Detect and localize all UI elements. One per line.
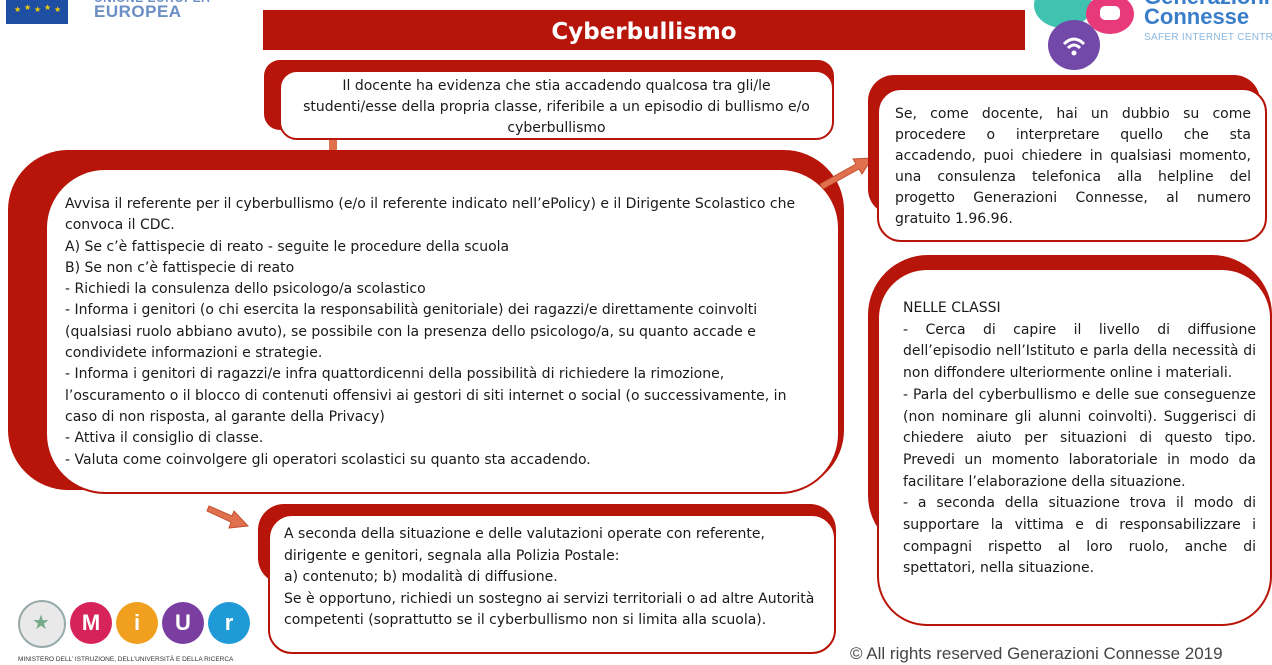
classes-title: NELLE CLASSI bbox=[903, 300, 1001, 316]
miur-letter-i: i bbox=[116, 602, 158, 644]
eu-flag-logo: ★★★★★ bbox=[6, 0, 68, 24]
title-bar: Cyberbullismo bbox=[263, 10, 1025, 50]
gc-logo-subtitle: SAFER INTERNET CENTRE bbox=[1144, 32, 1272, 43]
report-line: A seconda della situazione e delle valut… bbox=[284, 526, 765, 564]
action-line: Avvisa il referente per il cyberbullismo… bbox=[65, 196, 796, 234]
miur-letter-u: U bbox=[162, 602, 204, 644]
helpline-text: Se, come docente, hai un dubbio su come … bbox=[895, 106, 1251, 227]
evidence-text: Il docente ha evidenza che stia accadend… bbox=[303, 78, 810, 136]
classes-box: NELLE CLASSI - Cerca di capire il livell… bbox=[877, 268, 1272, 626]
action-line: - Informa i genitori di ragazzi/e infra … bbox=[65, 366, 787, 425]
page-title: Cyberbullismo bbox=[551, 19, 737, 45]
generazioni-connesse-logo: Generazioni Connesse SAFER INTERNET CENT… bbox=[1030, 0, 1272, 72]
copyright-text: © All rights reserved Generazioni Connes… bbox=[850, 644, 1223, 663]
miur-letter-m: M bbox=[70, 602, 112, 644]
action-line: - Informa i genitori (o chi esercita la … bbox=[65, 302, 758, 362]
eu-logo-text: UNIONE EUROPEA EUROPEA bbox=[94, 0, 210, 21]
action-line: A) Se c’è fattispecie di reato - seguite… bbox=[65, 238, 510, 255]
evidence-box: Il docente ha evidenza che stia accadend… bbox=[279, 70, 834, 140]
arrow-up-right-icon bbox=[818, 152, 874, 192]
report-line: a) contenuto; b) modalità di diffusione. bbox=[284, 569, 558, 585]
action-line: - Valuta come coinvolgere gli operatori … bbox=[65, 451, 591, 468]
italian-republic-emblem-icon bbox=[18, 600, 66, 648]
miur-caption: MINISTERO DELL’ ISTRUZIONE, DELL’UNIVERS… bbox=[18, 656, 234, 663]
miur-letter-r: r bbox=[208, 602, 250, 644]
actions-box: Avvisa il referente per il cyberbullismo… bbox=[45, 168, 840, 494]
classes-item: - Parla del cyberbullismo e delle sue co… bbox=[903, 386, 1256, 490]
classes-item: - Cerca di capire il livello di diffusio… bbox=[903, 321, 1256, 382]
action-line: - Richiedi la consulenza dello psicologo… bbox=[65, 281, 426, 298]
miur-logo: M i U r MINISTERO DELL’ ISTRUZIONE, DELL… bbox=[18, 600, 258, 665]
gc-logo-title: Generazioni Connesse bbox=[1144, 0, 1270, 29]
report-box: A seconda della situazione e delle valut… bbox=[268, 514, 836, 654]
arrow-down-right-icon bbox=[206, 500, 250, 532]
report-line: Se è opportuno, richiedi un sostegno ai … bbox=[284, 590, 815, 629]
action-line: - Attiva il consiglio di classe. bbox=[65, 430, 264, 447]
helpline-box: Se, come docente, hai un dubbio su come … bbox=[877, 88, 1267, 242]
classes-item: - a seconda della situazione trova il mo… bbox=[903, 495, 1256, 577]
action-line: B) Se non c’è fattispecie di reato bbox=[65, 259, 295, 276]
wifi-icon bbox=[1060, 32, 1088, 60]
